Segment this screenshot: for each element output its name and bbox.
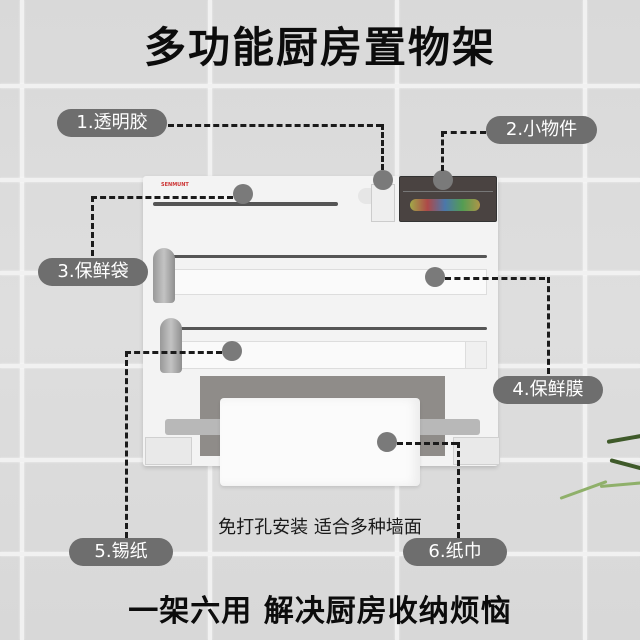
connector-line-1 — [381, 124, 384, 170]
callout-dot-3 — [233, 184, 253, 204]
callout-dot-1 — [373, 170, 393, 190]
brand-mark: SENMUNT — [161, 182, 189, 188]
foil-roll — [165, 341, 467, 369]
connector-line-5 — [125, 351, 128, 538]
film-end — [465, 341, 487, 369]
page-title: 多功能厨房置物架 — [143, 23, 496, 72]
connector-line-6 — [397, 442, 457, 445]
connector-line-4 — [547, 277, 550, 374]
connector-line-3 — [91, 196, 94, 256]
connector-line-3 — [91, 196, 233, 199]
label-foil: 5.锡纸 — [69, 538, 173, 566]
connector-line-6 — [457, 442, 460, 538]
slogan: 一架六用 解决厨房收纳烦恼 — [128, 594, 512, 629]
callout-dot-2 — [433, 170, 453, 190]
grout-line — [0, 84, 640, 88]
left-bracket — [145, 437, 192, 465]
install-note: 免打孔安装 适合多种墙面 — [218, 517, 422, 538]
box-lid-edge — [403, 191, 493, 192]
label-small-items: 2.小物件 — [486, 116, 597, 144]
right-bracket — [453, 437, 500, 465]
connector-line-1 — [168, 124, 382, 127]
grout-line — [583, 0, 587, 640]
grout-line — [0, 552, 640, 556]
foil-roll-cap — [160, 318, 182, 373]
bag-roll-cap — [153, 248, 175, 303]
callout-dot-4 — [425, 267, 445, 287]
label-cling-film: 4.保鲜膜 — [493, 376, 603, 404]
connector-line-2 — [441, 131, 486, 134]
paper-clips — [410, 199, 480, 211]
tape-slot — [153, 202, 338, 206]
connector-line-5 — [125, 351, 222, 354]
callout-dot-5 — [222, 341, 242, 361]
grout-line — [20, 0, 24, 640]
connector-line-2 — [441, 131, 444, 171]
film-cutter-slot — [165, 327, 487, 330]
label-freshness-bags: 3.保鲜袋 — [38, 258, 148, 286]
label-paper-towel: 6.纸巾 — [403, 538, 507, 566]
label-tape: 1.透明胶 — [57, 109, 167, 137]
bag-cutter-slot — [165, 255, 487, 258]
connector-line-4 — [445, 277, 545, 280]
callout-dot-6 — [377, 432, 397, 452]
